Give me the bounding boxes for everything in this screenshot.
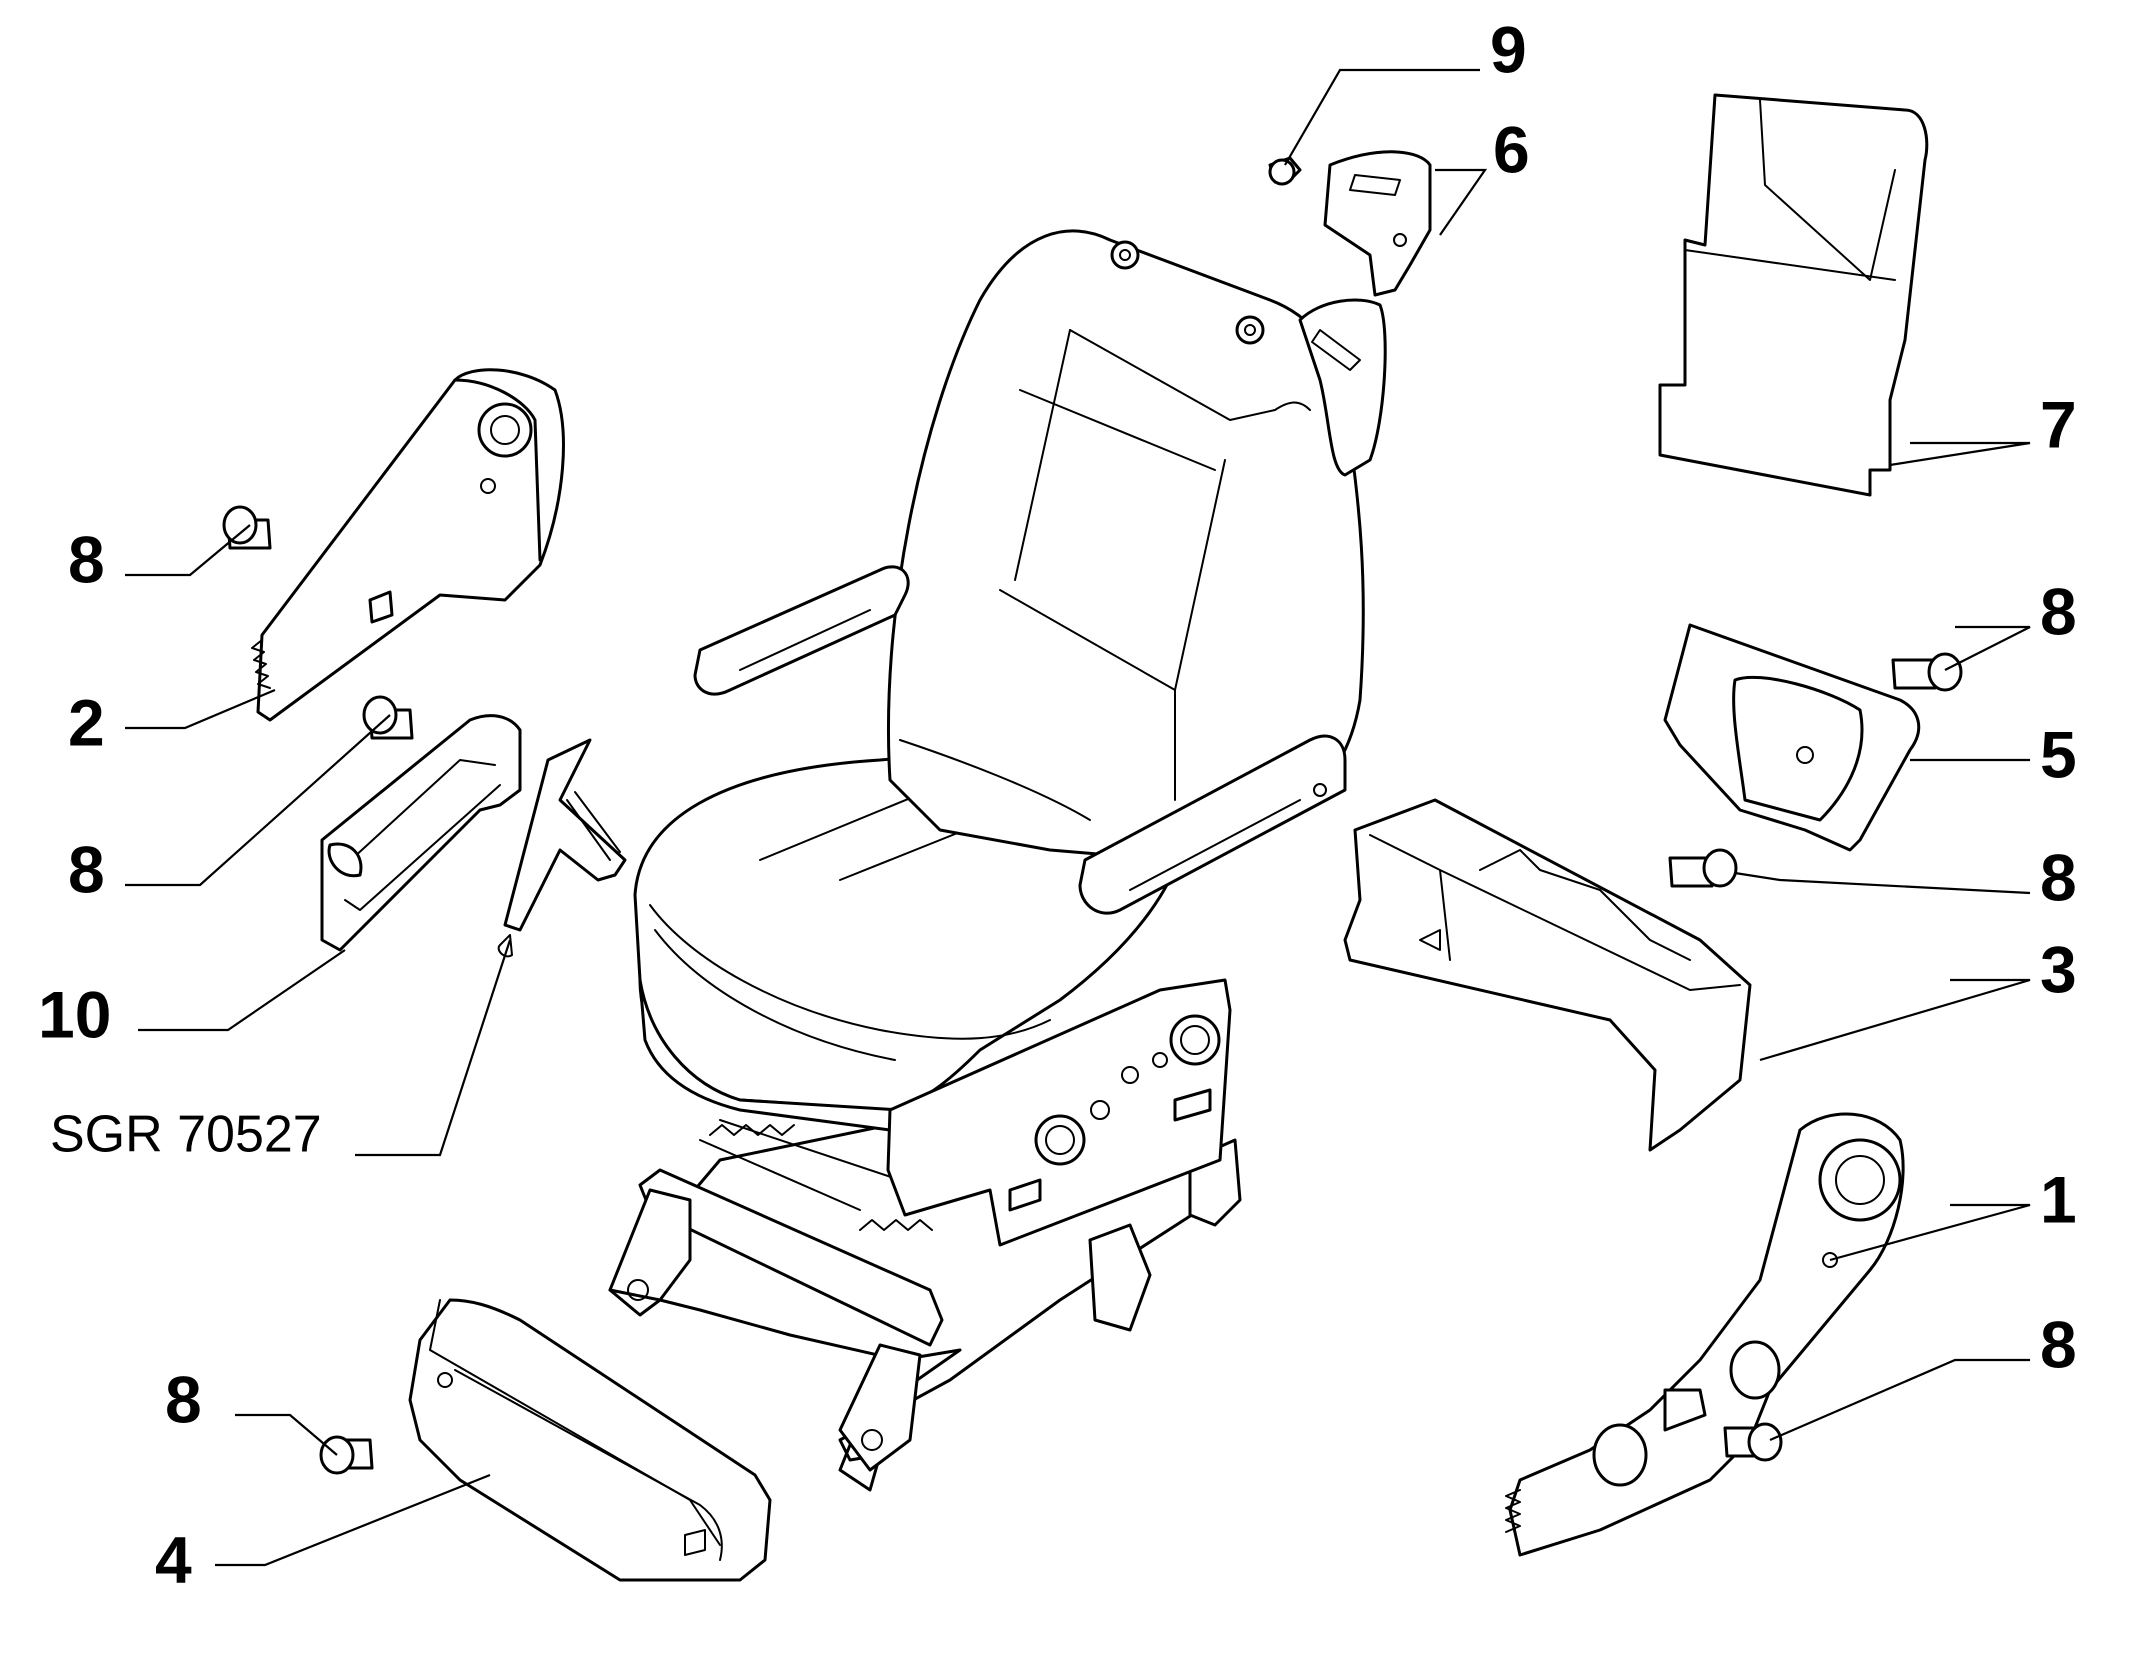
callout-8-b: 8 [68, 832, 105, 906]
callout-10: 10 [38, 977, 111, 1051]
callout-7: 7 [2040, 387, 2077, 461]
part-8-bolt-f [1723, 1422, 1783, 1462]
part-7-backrest-panel [1658, 93, 1929, 497]
callout-9: 9 [1490, 12, 1527, 86]
part-8-bolt-d [1668, 848, 1738, 888]
callout-3: 3 [2040, 932, 2077, 1006]
part-9-small-bolt [1268, 156, 1302, 186]
seat-belt-buckle [497, 738, 627, 958]
callout-numbers: 1 2 3 4 5 6 7 8 8 8 8 8 8 9 10 SGR 70527 [38, 12, 2077, 1596]
callout-6: 6 [1493, 112, 1530, 186]
callout-8-e: 8 [165, 1362, 202, 1436]
part-8-bolt-e [319, 1435, 374, 1475]
seat-armrest-right [1078, 734, 1347, 915]
part-8-bolt-a [222, 505, 272, 550]
part-10-side-cover-lower-left [320, 714, 522, 952]
seat-backrest [887, 229, 1365, 862]
callout-4: 4 [155, 1522, 192, 1596]
part-6-belt-guide-cover [1323, 150, 1432, 297]
callout-8-a: 8 [68, 522, 105, 596]
seat-assembly [497, 229, 1387, 1492]
part-4-front-trim [408, 1298, 772, 1582]
part-3-large-side-shell [1343, 798, 1752, 1152]
callout-5: 5 [2040, 717, 2077, 791]
callout-8-c: 8 [2040, 574, 2077, 648]
part-5-side-cover-upper-right [1663, 623, 1921, 852]
part-1-side-cover-lower-right [1505, 1112, 1905, 1557]
part-2-side-cover-upper-left [251, 368, 565, 722]
callout-2: 2 [68, 685, 105, 759]
part-8-bolt-c [1891, 652, 1963, 692]
seat-belt-guide [1298, 298, 1387, 477]
callout-1: 1 [2040, 1162, 2077, 1236]
seat-armrest-left [693, 565, 910, 696]
callout-8-d: 8 [2040, 840, 2077, 914]
leader-lines [125, 68, 2031, 1567]
seat-side-housing [886, 978, 1232, 1247]
callout-8-f: 8 [2040, 1307, 2077, 1381]
part-8-bolt-b [362, 695, 414, 740]
reference-code: SGR 70527 [50, 1106, 322, 1164]
